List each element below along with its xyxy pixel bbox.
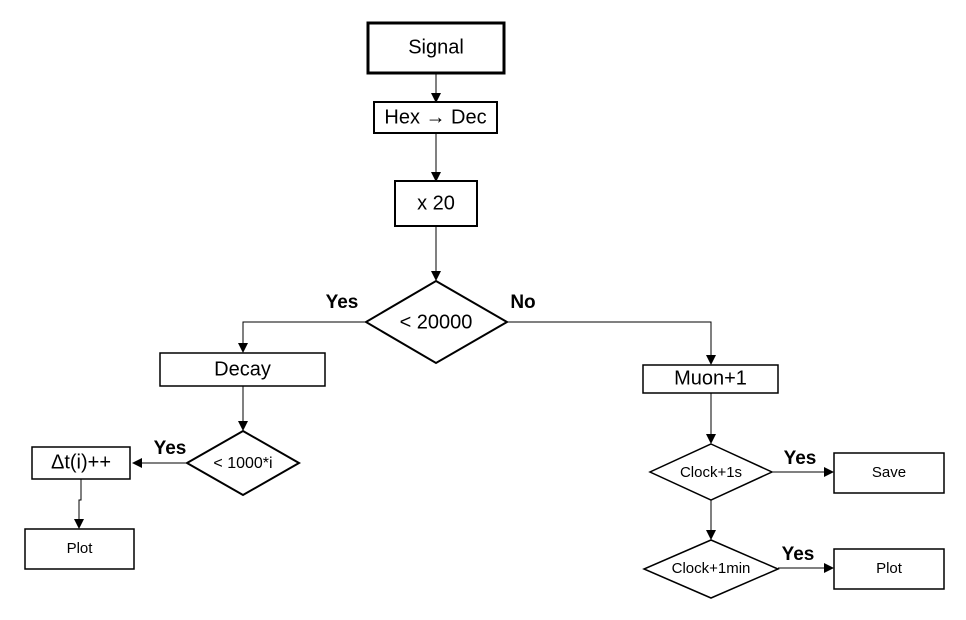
node-save-label: Save bbox=[872, 464, 906, 481]
node-signal: Signal bbox=[366, 21, 506, 75]
node-save: Save bbox=[833, 452, 945, 494]
node-multiply-20: x 20 bbox=[394, 180, 478, 227]
node-plot-left-label: Plot bbox=[67, 540, 94, 557]
edge-label-yes-clock-1s: Yes bbox=[784, 448, 817, 469]
node-decay: Decay bbox=[159, 352, 326, 387]
decision-lt-1000i-label: < 1000*i bbox=[213, 455, 272, 472]
node-signal-label: Signal bbox=[408, 36, 464, 58]
decision-lt-20000-label: < 20000 bbox=[400, 311, 473, 333]
node-plot-left: Plot bbox=[24, 528, 135, 570]
arrow-dt-to-plot bbox=[74, 479, 84, 529]
edge-label-yes-clock-1min: Yes bbox=[782, 544, 815, 565]
node-delta-t-label: Δt(i)++ bbox=[51, 451, 111, 473]
node-muon-plus-1: Muon+1 bbox=[642, 364, 779, 394]
decision-clock-1s: Clock+1s bbox=[648, 443, 774, 501]
decision-clock-1min-label: Clock+1min bbox=[672, 560, 751, 577]
node-multiply-20-label: x 20 bbox=[417, 192, 455, 214]
edge-label-yes-main: Yes bbox=[326, 292, 359, 313]
arrow-no-to-muon bbox=[507, 321, 716, 365]
node-delta-t: Δt(i)++ bbox=[31, 446, 131, 480]
decision-lt-20000: < 20000 bbox=[364, 279, 509, 365]
node-hex-to-dec: Hex → Dec bbox=[373, 101, 498, 134]
decision-clock-1min: Clock+1min bbox=[642, 539, 780, 599]
node-muon-plus-1-label: Muon+1 bbox=[674, 367, 747, 389]
edge-label-no-main: No bbox=[510, 292, 535, 313]
edge-label-yes-decay: Yes bbox=[154, 438, 187, 459]
node-decay-label: Decay bbox=[214, 358, 271, 380]
node-plot-right-label: Plot bbox=[876, 560, 903, 577]
decision-clock-1s-label: Clock+1s bbox=[680, 464, 742, 481]
node-hex-to-dec-label: Hex → Dec bbox=[384, 106, 486, 128]
arrow-yes-to-decay bbox=[238, 321, 366, 353]
connectors bbox=[74, 73, 834, 573]
decision-lt-1000i: < 1000*i bbox=[184, 429, 302, 497]
node-plot-right: Plot bbox=[833, 548, 945, 590]
